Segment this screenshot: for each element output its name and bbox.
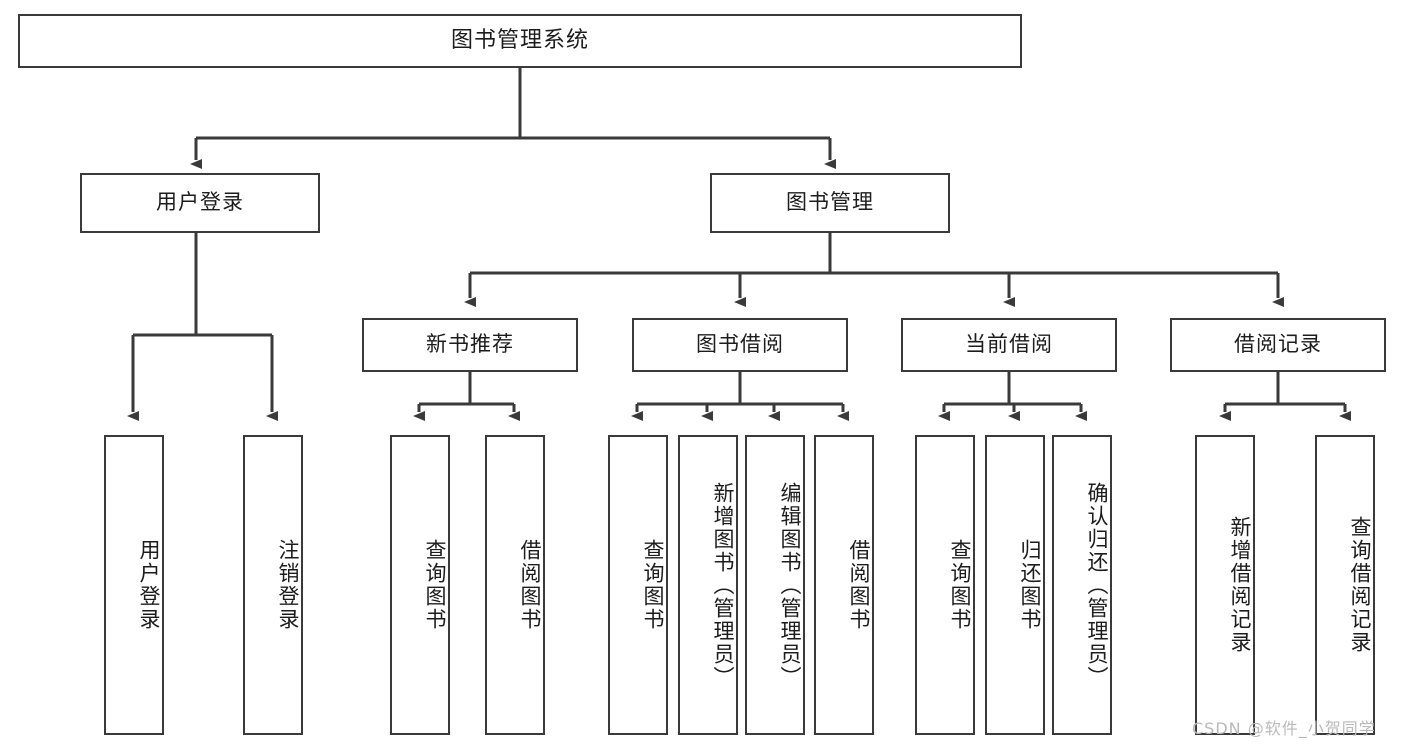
- node-current-borrow[interactable]: 当前借阅: [901, 318, 1117, 372]
- node-leaf-return-book[interactable]: 归还图书: [985, 435, 1045, 735]
- node-leaf-user-login[interactable]: 用户登录: [104, 435, 164, 735]
- node-label: 当前借阅: [965, 332, 1053, 357]
- node-leaf-query-book-recommend[interactable]: 查询图书: [390, 435, 450, 735]
- node-label: 用户登录: [156, 190, 244, 215]
- node-label: 借阅图书: [518, 539, 542, 631]
- node-leaf-confirm-return-admin[interactable]: 确认归还（管理员）: [1052, 435, 1112, 735]
- node-book-management[interactable]: 图书管理: [710, 173, 950, 233]
- node-label: 注销登录: [276, 539, 300, 631]
- node-leaf-borrow-book[interactable]: 借阅图书: [814, 435, 874, 735]
- node-leaf-edit-book-admin[interactable]: 编辑图书（管理员）: [745, 435, 805, 735]
- node-user-login[interactable]: 用户登录: [80, 173, 320, 233]
- node-label: 查询图书: [948, 539, 972, 631]
- node-leaf-query-book-current[interactable]: 查询图书: [915, 435, 975, 735]
- node-label: 新增图书（管理员）: [711, 481, 735, 689]
- node-label: 归还图书: [1018, 539, 1042, 631]
- node-label: 图书管理系统: [450, 27, 589, 53]
- node-label: 新书推荐: [426, 332, 514, 357]
- node-leaf-logout-login[interactable]: 注销登录: [243, 435, 303, 735]
- node-leaf-borrow-book-recommend[interactable]: 借阅图书: [485, 435, 545, 735]
- node-label: 查询图书: [641, 539, 665, 631]
- node-label: 新增借阅记录: [1228, 516, 1252, 654]
- node-leaf-add-book-admin[interactable]: 新增图书（管理员）: [678, 435, 738, 735]
- node-root-book-management-system[interactable]: 图书管理系统: [18, 14, 1022, 68]
- node-label: 查询借阅记录: [1348, 516, 1372, 654]
- node-label: 查询图书: [423, 539, 447, 631]
- node-label: 借阅记录: [1234, 332, 1322, 357]
- node-borrow-record[interactable]: 借阅记录: [1170, 318, 1386, 372]
- node-label: 图书借阅: [696, 332, 784, 357]
- node-leaf-query-book-borrow[interactable]: 查询图书: [608, 435, 668, 735]
- node-book-borrow[interactable]: 图书借阅: [632, 318, 848, 372]
- node-label: 编辑图书（管理员）: [778, 481, 802, 689]
- csdn-watermark: CSDN @软件_小贺同学: [1192, 719, 1376, 738]
- node-label: 用户登录: [137, 539, 161, 631]
- node-leaf-query-borrow-record[interactable]: 查询借阅记录: [1315, 435, 1375, 735]
- node-label: 借阅图书: [847, 539, 871, 631]
- node-label: 确认归还（管理员）: [1085, 481, 1109, 689]
- node-leaf-add-borrow-record[interactable]: 新增借阅记录: [1195, 435, 1255, 735]
- node-new-book-recommend[interactable]: 新书推荐: [362, 318, 578, 372]
- node-label: 图书管理: [786, 190, 874, 215]
